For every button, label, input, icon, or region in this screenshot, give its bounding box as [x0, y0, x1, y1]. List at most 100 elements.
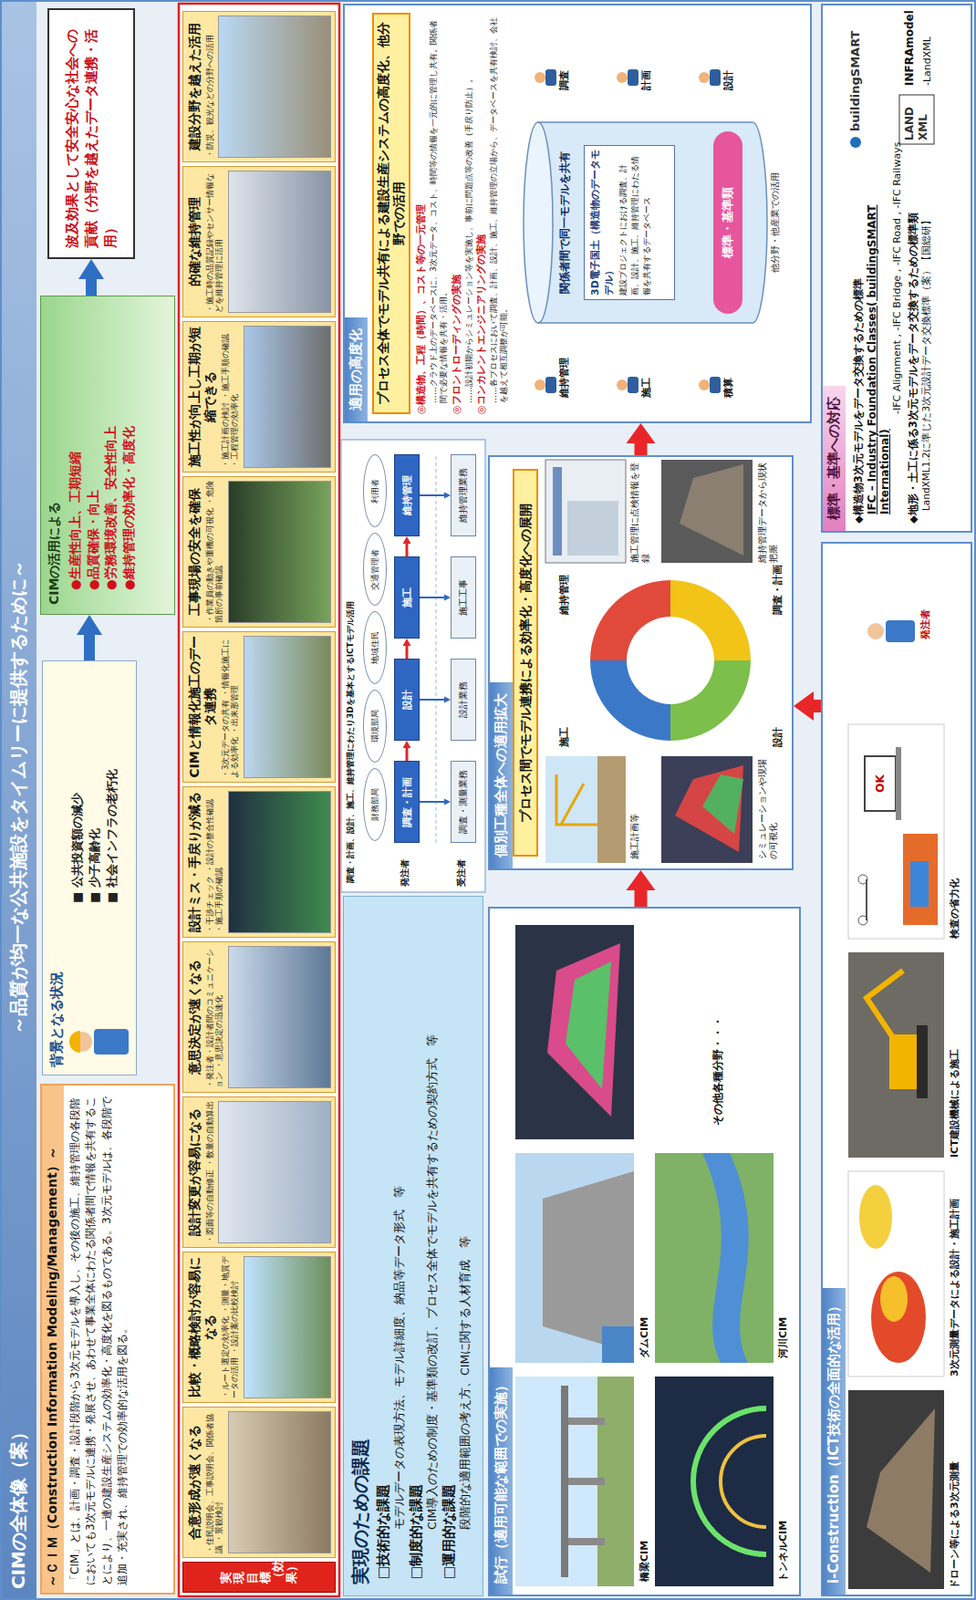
arrow-head — [626, 870, 656, 891]
connector-arrow — [78, 259, 104, 296]
sky — [515, 1376, 634, 1587]
database-cylinder — [523, 122, 768, 323]
item-illustration — [243, 635, 332, 779]
annotation-label: 発注者 — [399, 844, 412, 887]
annotation-label: 施工管理に点検情報を登録 — [629, 459, 652, 563]
effect-box: CIMの活用による●生産性向上、工期短縮●品質確保・向上●労務環境改善、安全性向… — [40, 295, 176, 615]
person-head — [698, 379, 710, 391]
annotation-label: トンネルCIM — [777, 1472, 790, 1582]
excavator-arm — [866, 970, 904, 1039]
annotation-label: 維持管理 — [558, 560, 572, 615]
node-title: 設計業務 — [457, 681, 470, 718]
node-title: 利用者 — [369, 478, 382, 504]
expansion-panel: 個別工種全体への適用拡大プロセス間でモデル連携による効率化・高度化への展開 — [488, 455, 794, 871]
pier — [568, 1417, 605, 1425]
annotation-label: 計画 — [640, 35, 654, 91]
tunnel-arc — [720, 1435, 767, 1527]
heat-map — [871, 1271, 926, 1363]
river — [702, 1152, 749, 1363]
helmet — [69, 1030, 81, 1053]
ring-segment — [590, 660, 671, 741]
connector-line — [405, 541, 409, 557]
issues-box: 実現のための課題□技術的な課題モデルデータの表現方法、モデル詳細度、納品等データ… — [342, 895, 484, 1597]
picture — [545, 756, 626, 863]
stakeholder-ellipse: 利用者 — [363, 454, 387, 528]
connector-arrow — [419, 799, 451, 806]
node-title: 実現のための課題 — [348, 907, 374, 1585]
drone-rotor — [858, 915, 868, 925]
expansion-pictures — [545, 459, 753, 863]
panel-fill — [820, 541, 973, 1597]
tunnel-picture — [654, 1376, 774, 1587]
node-title: 比較・概略検討が容易になる — [186, 1256, 219, 1399]
person-head — [867, 622, 884, 640]
annotation-label: 設計 — [771, 710, 785, 748]
node-title: CIMの活用による — [46, 305, 63, 605]
node-title: 個別工種全体への適用拡大 — [489, 682, 513, 869]
item-illustration — [218, 15, 332, 158]
node-text: ●生産性向上、工期短縮 — [66, 305, 85, 591]
heat-map — [903, 833, 938, 925]
connector-line — [419, 596, 446, 599]
annotation-label: 受注者 — [456, 844, 468, 887]
tunnel-ground — [654, 1376, 774, 1587]
annotation-label: ダムCIM — [638, 1248, 652, 1359]
connector-arrow — [626, 870, 656, 907]
node-text: 段階的な適用範囲の考え方、CIMに関する人材育成 等 — [457, 907, 474, 1530]
item-illustration — [228, 1411, 332, 1554]
node-title: 地域住民 — [369, 631, 382, 665]
annotation-label: ……各プロセスにおいて調査、計画、設計、施工、維持管理の立場から、データベースを… — [488, 12, 510, 404]
process-ring — [590, 580, 751, 741]
river-bank — [654, 1152, 774, 1363]
arrow-head — [444, 594, 451, 602]
node-title: 設計 — [400, 689, 415, 710]
node-title: ～ＣＩＭ（Construction Information Modeling/M… — [41, 1085, 64, 1593]
person-body — [93, 1028, 129, 1055]
annotation-label: シミュレーションや現場の可視化 — [757, 756, 779, 860]
connector-arrow — [419, 696, 451, 704]
node-title: 設計ミス・手戻りが減る — [186, 790, 203, 934]
panel-fill — [342, 3, 812, 424]
node-title: 試行（適用可能な範囲での実施） — [489, 1367, 513, 1595]
stakeholder-ellipse: 地域住民 — [363, 611, 387, 685]
goal-item: 合意形成が速くなる・住民説明会、工事説明会、関係者協議 ・景観検討 — [182, 1406, 336, 1558]
annotation-label: ドローン等による3次元測量 — [948, 1388, 962, 1589]
arrow-head — [78, 259, 104, 280]
node-title: 施工工事 — [457, 579, 470, 616]
connector-line — [419, 494, 446, 497]
picture — [848, 1390, 945, 1589]
definition-box: ～ＣＩＭ（Construction Information Modeling/M… — [40, 1083, 176, 1595]
goal-item: 設計変更が容易になる・図面等の自動修正 ・数量の自動算出 — [182, 1096, 336, 1248]
stakeholder-ellipse: 交通管理者 — [363, 532, 387, 606]
panel-fill — [488, 906, 801, 1597]
goal-item: 施工性が向上し工期が短縮できる・施工計画の検討 ・施工手順の確認 ・工程管理の効… — [182, 321, 336, 473]
ring-segment — [670, 660, 751, 741]
picture — [848, 1171, 945, 1377]
goal-label: 実現目標（効果） — [182, 1561, 336, 1593]
person-body — [545, 376, 557, 394]
people-icons — [534, 69, 721, 394]
annotation-label: 施工 — [640, 342, 654, 398]
node-text: ●品質確保・向上 — [84, 305, 104, 591]
dam-picture — [515, 1152, 634, 1363]
item-illustration — [228, 790, 332, 934]
node-title: CIMと情報化施工のデータ連携 — [186, 635, 219, 779]
annotation-label: 維持管理 — [558, 333, 572, 398]
screen-bar — [552, 467, 562, 556]
annotation-label: ～品質が均一な公共施設をタイムリーに提供するために～ — [7, 341, 31, 1254]
heat-map — [910, 861, 929, 907]
node-title: 維持管理 — [400, 475, 415, 516]
advanced-panel: 適用の高度化プロセス全体でモデル共有による建設生産システムの高度化、他分野での活… — [342, 3, 812, 424]
screen — [515, 924, 634, 1140]
annotation-label: 施工 — [558, 710, 572, 748]
arrow-head — [444, 696, 451, 704]
node-title: 波及効果として安全安心な社会への貢献（分野を越えたデータ連携・活用） — [62, 19, 121, 249]
logo-frame — [899, 94, 935, 145]
iconstruction-pictures — [848, 620, 945, 1589]
node-text: ・施工時の品質記録やセンサー情報などを維持管理に活用 — [205, 170, 225, 313]
node-title: 工事現場の安全を確保 — [186, 480, 203, 623]
picture — [661, 756, 753, 863]
model-picture — [515, 924, 634, 1140]
annotation-label: 積算 — [722, 342, 736, 398]
standard-logos — [850, 94, 935, 148]
